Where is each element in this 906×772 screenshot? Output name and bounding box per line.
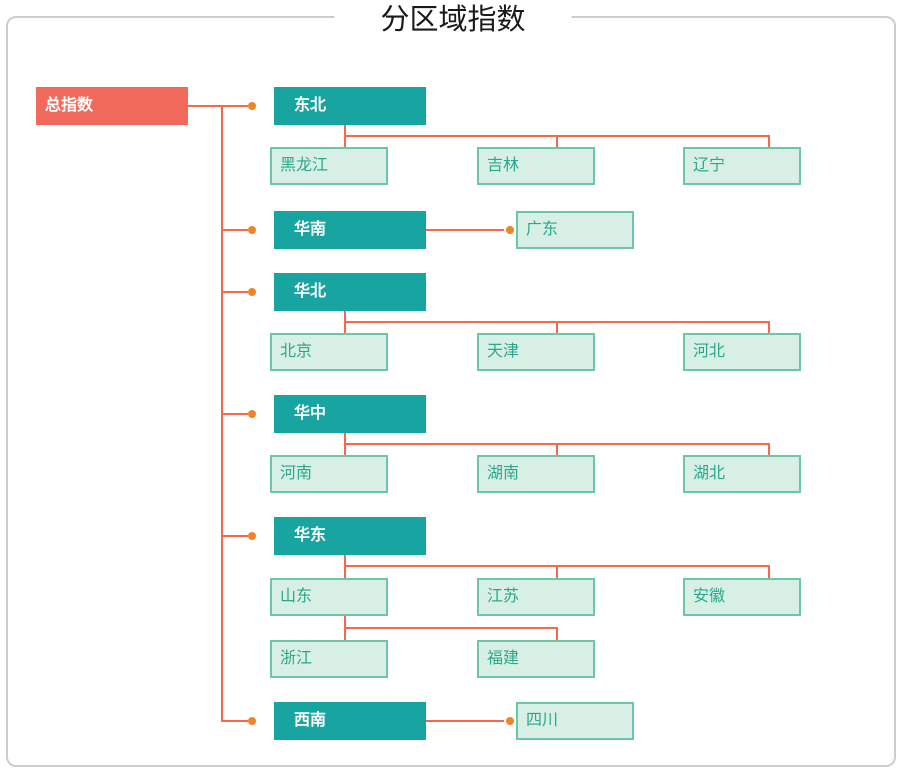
- connector-line: [221, 413, 248, 415]
- province-node-liaoning[interactable]: 辽宁: [683, 147, 801, 185]
- branch-dot: [506, 226, 514, 234]
- connector-line: [556, 627, 558, 640]
- province-node-tianjin[interactable]: 天津: [477, 333, 595, 371]
- province-node-anhui[interactable]: 安徽: [683, 578, 801, 616]
- province-node-hunan[interactable]: 湖南: [477, 455, 595, 493]
- branch-dot: [248, 102, 256, 110]
- province-node-shandong[interactable]: 山东: [270, 578, 388, 616]
- province-node-fujian[interactable]: 福建: [477, 640, 595, 678]
- connector-line: [344, 627, 558, 629]
- connector-line: [221, 291, 248, 293]
- region-node-dongbei[interactable]: 东北: [274, 87, 426, 125]
- region-node-huabei[interactable]: 华北: [274, 273, 426, 311]
- connector-line: [556, 565, 558, 578]
- province-node-heilongjiang[interactable]: 黑龙江: [270, 147, 388, 185]
- connector-line: [556, 321, 558, 333]
- connector-line: [221, 535, 248, 537]
- province-node-henan[interactable]: 河南: [270, 455, 388, 493]
- province-node-hubei[interactable]: 湖北: [683, 455, 801, 493]
- branch-dot: [248, 410, 256, 418]
- region-node-xinan[interactable]: 西南: [274, 702, 426, 740]
- connector-line: [556, 135, 558, 147]
- province-node-hebei[interactable]: 河北: [683, 333, 801, 371]
- chart-panel-border: [6, 16, 896, 767]
- province-node-sichuan[interactable]: 四川: [516, 702, 634, 740]
- region-node-huazhong[interactable]: 华中: [274, 395, 426, 433]
- province-node-zhejiang[interactable]: 浙江: [270, 640, 388, 678]
- connector-line: [768, 135, 770, 147]
- connector-line: [426, 229, 504, 231]
- province-node-guangdong[interactable]: 广东: [516, 211, 634, 249]
- province-node-jilin[interactable]: 吉林: [477, 147, 595, 185]
- connector-line: [768, 321, 770, 333]
- region-node-huadong[interactable]: 华东: [274, 517, 426, 555]
- connector-line: [426, 720, 504, 722]
- branch-dot: [248, 717, 256, 725]
- connector-line: [556, 443, 558, 455]
- connector-line: [188, 105, 248, 107]
- root-node-total-index[interactable]: 总指数: [36, 87, 188, 125]
- connector-line: [221, 229, 248, 231]
- connector-line: [768, 565, 770, 578]
- province-node-jiangsu[interactable]: 江苏: [477, 578, 595, 616]
- chart-title: 分区域指数: [334, 0, 572, 40]
- branch-dot: [506, 717, 514, 725]
- branch-dot: [248, 288, 256, 296]
- region-node-huanan[interactable]: 华南: [274, 211, 426, 249]
- province-node-beijing[interactable]: 北京: [270, 333, 388, 371]
- branch-dot: [248, 226, 256, 234]
- connector-line: [768, 443, 770, 455]
- branch-dot: [248, 532, 256, 540]
- connector-line: [221, 720, 248, 722]
